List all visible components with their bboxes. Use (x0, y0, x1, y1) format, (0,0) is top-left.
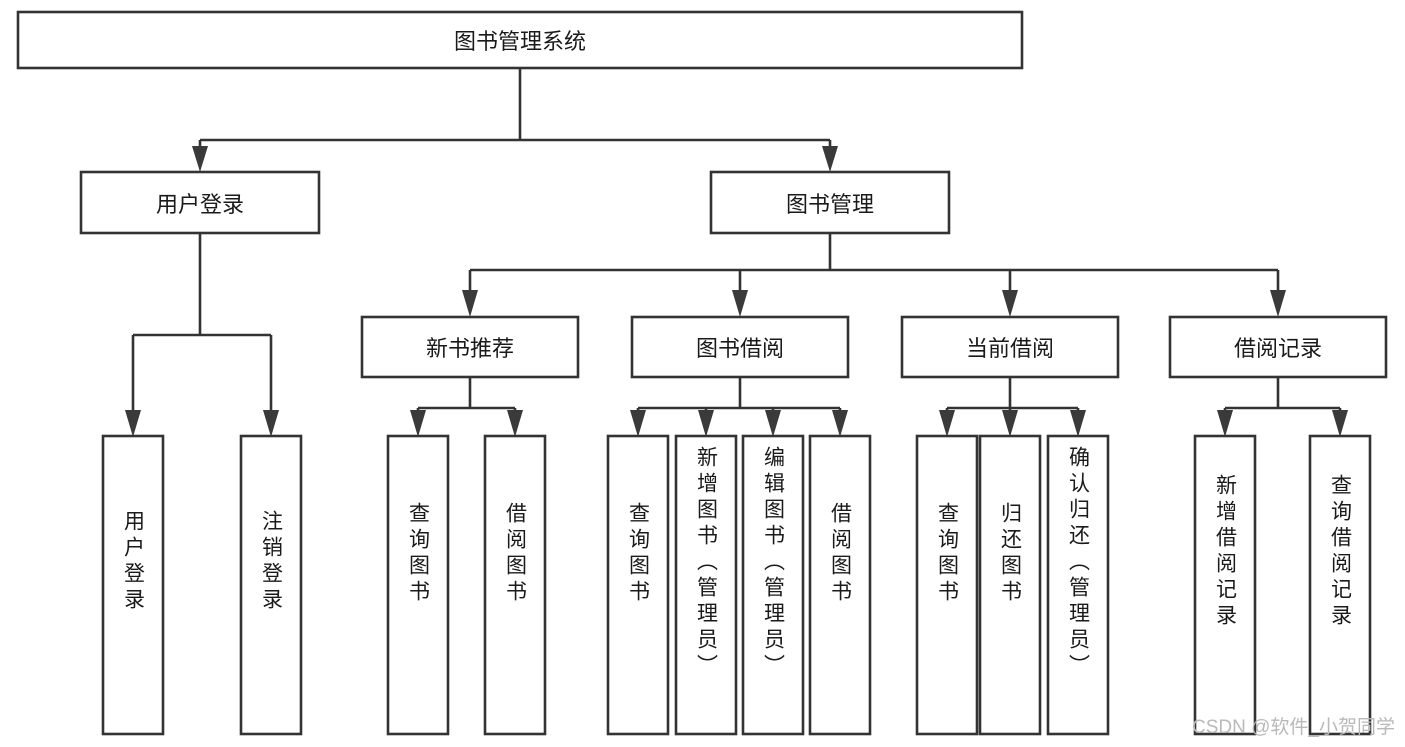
node-current-borrow[interactable] (900, 315, 1120, 379)
arrow-head-current-l3 (1070, 410, 1086, 437)
node-leaf-4[interactable] (606, 434, 670, 736)
node-leaf-12[interactable] (1308, 434, 1372, 736)
connector-layer (125, 68, 1348, 437)
node-leaf-6[interactable] (741, 434, 805, 736)
node-leaf-2[interactable] (386, 434, 450, 736)
arrow-head-book-c3 (1002, 290, 1018, 317)
arrow-head-user-leaf1 (125, 410, 141, 437)
node-leaf-10[interactable] (1046, 434, 1110, 736)
node-leaf-9[interactable] (978, 434, 1042, 736)
arrow-head-user-leaf2 (263, 410, 279, 437)
node-leaf-5[interactable] (674, 434, 738, 736)
arrow-head-new-l1 (410, 410, 426, 437)
arrow-head-book-c2 (732, 290, 748, 317)
arrow-head-current-l2 (1002, 410, 1018, 437)
node-leaf-1[interactable] (239, 434, 303, 736)
node-leaf-0[interactable] (101, 434, 165, 736)
node-book-management[interactable] (709, 170, 951, 235)
arrow-head-root-user (192, 146, 208, 172)
arrow-head-record-l2 (1332, 410, 1348, 437)
node-layer (16, 10, 1388, 736)
node-leaf-3[interactable] (483, 434, 547, 736)
watermark-text: CSDN @软件_小贺同学 (1192, 717, 1395, 738)
node-borrow-record[interactable] (1168, 315, 1388, 379)
node-user-login[interactable] (79, 170, 321, 235)
arrow-head-book-c4 (1270, 290, 1286, 317)
node-root[interactable] (16, 10, 1024, 70)
arrow-head-current-l1 (939, 410, 955, 437)
node-leaf-8[interactable] (915, 434, 979, 736)
node-leaf-11[interactable] (1193, 434, 1257, 736)
node-leaf-7[interactable] (808, 434, 872, 736)
arrow-head-new-l2 (507, 410, 523, 437)
arrow-head-borrow-l3 (765, 410, 781, 437)
arrow-head-borrow-l2 (698, 410, 714, 437)
arrow-head-record-l1 (1217, 410, 1233, 437)
node-new-book-recommend[interactable] (360, 315, 580, 379)
arrow-head-book-c1 (462, 290, 478, 317)
arrow-head-borrow-l1 (630, 410, 646, 437)
arrow-head-root-book (822, 146, 838, 172)
arrow-head-borrow-l4 (832, 410, 848, 437)
node-book-borrow[interactable] (630, 315, 850, 379)
